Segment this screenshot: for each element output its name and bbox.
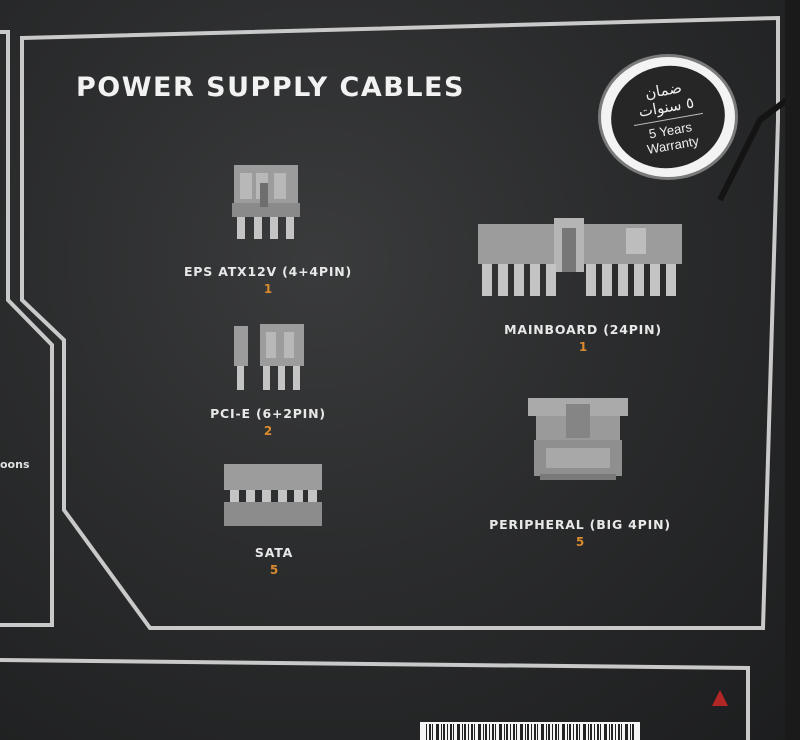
- barcode-stripe: [485, 724, 487, 740]
- barcode-stripe: [527, 724, 529, 740]
- barcode-stripe: [537, 724, 538, 740]
- barcode-stripe: [609, 724, 610, 740]
- barcode-stripe: [453, 724, 454, 740]
- pcie-count: 2: [263, 424, 273, 438]
- peripheral-label: PERIPHERAL (BIG 4PIN): [489, 517, 671, 532]
- barcode-stripe: [576, 724, 578, 740]
- mainboard-count: 1: [578, 340, 588, 354]
- barcode-stripe: [594, 724, 595, 740]
- barcode-stripe: [558, 724, 559, 740]
- box-edge: [785, 0, 800, 740]
- barcode-stripe: [546, 724, 547, 740]
- barcode-stripe: [520, 724, 523, 740]
- barcode-stripe: [478, 724, 481, 740]
- barcode-stripe: [632, 724, 634, 740]
- barcode-stripe: [462, 724, 463, 740]
- barcode-stripe: [495, 724, 496, 740]
- barcode-stripe: [483, 724, 484, 740]
- barcode-stripe: [464, 724, 466, 740]
- eps-label: EPS ATX12V (4+4PIN): [183, 264, 353, 279]
- barcode-stripe: [492, 724, 494, 740]
- barcode-stripe: [457, 724, 460, 740]
- barcode-stripe: [447, 724, 448, 740]
- barcode-stripe: [630, 724, 631, 740]
- barcode-stripe: [555, 724, 557, 740]
- barcode-stripe: [600, 724, 601, 740]
- barcode-stripe: [429, 724, 431, 740]
- barcode-stripe: [441, 724, 442, 740]
- left-panel-border: [0, 30, 54, 627]
- main-frame-border: [20, 15, 780, 630]
- barcode-stripe: [504, 724, 505, 740]
- barcode-stripe: [468, 724, 469, 740]
- barcode-stripe: [436, 724, 439, 740]
- barcode-stripe: [562, 724, 565, 740]
- side-panel-text: oons: [0, 458, 30, 471]
- barcode-stripe: [474, 724, 475, 740]
- barcode-stripe: [525, 724, 526, 740]
- barcode-stripe: [432, 724, 433, 740]
- barcode-stripe: [548, 724, 550, 740]
- barcode-stripe: [588, 724, 589, 740]
- barcode-stripe: [552, 724, 553, 740]
- barcode-stripe: [541, 724, 544, 740]
- eps-connector-icon: [232, 165, 300, 239]
- barcode-stripe: [531, 724, 532, 740]
- barcode-stripe: [506, 724, 508, 740]
- barcode-stripe: [611, 724, 613, 740]
- barcode-stripe: [604, 724, 607, 740]
- barcode-stripe: [499, 724, 502, 740]
- mainboard-connector-icon: [478, 218, 682, 296]
- bottom-band-border: [0, 658, 750, 740]
- peripheral-count: 5: [575, 535, 585, 549]
- barcode-stripe: [534, 724, 536, 740]
- barcode-stripe: [579, 724, 580, 740]
- barcode-stripe: [597, 724, 599, 740]
- barcode-stripe: [426, 724, 427, 740]
- barcode-stripe: [590, 724, 592, 740]
- pcie-label: PCI-E (6+2PIN): [210, 406, 326, 421]
- barcode-stripe: [513, 724, 515, 740]
- barcode-stripe: [450, 724, 452, 740]
- barcode-stripe: [471, 724, 473, 740]
- page-title: POWER SUPPLY CABLES: [76, 72, 465, 103]
- pcie-connector-icon: [234, 324, 304, 390]
- warranty-badge-inner: ضمان ٥ سنوات 5 Years Warranty: [603, 56, 733, 178]
- barcode-stripe: [489, 724, 490, 740]
- warranty-badge: ضمان ٥ سنوات 5 Years Warranty: [598, 54, 738, 180]
- sata-count: 5: [269, 563, 279, 577]
- barcode-stripe: [625, 724, 628, 740]
- barcode: [420, 722, 640, 740]
- barcode-stripe: [443, 724, 445, 740]
- barcode-stripe: [621, 724, 622, 740]
- red-logo-icon: [712, 690, 728, 706]
- barcode-stripe: [567, 724, 568, 740]
- barcode-stripe: [569, 724, 571, 740]
- barcode-stripe: [583, 724, 586, 740]
- sata-label: SATA: [254, 545, 294, 560]
- barcode-stripe: [573, 724, 574, 740]
- barcode-stripe: [516, 724, 517, 740]
- sata-connector-icon: [224, 464, 322, 526]
- barcode-stripe: [615, 724, 616, 740]
- mainboard-label: MAINBOARD (24PIN): [504, 322, 662, 337]
- barcode-stripe: [510, 724, 511, 740]
- peripheral-connector-icon: [528, 398, 628, 480]
- barcode-stripe: [618, 724, 620, 740]
- eps-count: 1: [263, 282, 273, 296]
